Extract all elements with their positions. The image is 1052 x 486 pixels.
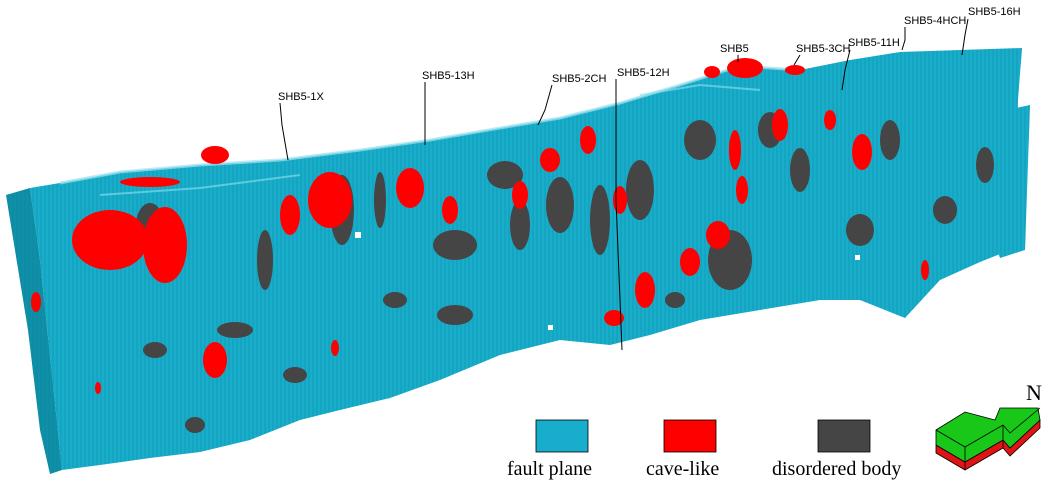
cave-like-blob — [331, 340, 339, 356]
disordered-body-blob — [437, 305, 473, 325]
cave-like-blob — [727, 58, 763, 78]
cave-like-blob — [729, 130, 741, 170]
cave-like-blob — [635, 272, 655, 308]
well-label: SHB5-13H — [422, 70, 475, 82]
legend-item-cave-like: cave-like — [646, 419, 719, 480]
cave-like-blob — [201, 146, 229, 164]
cave-like-swatch — [663, 419, 717, 453]
disordered-body-blob — [510, 200, 530, 250]
disordered-body-blob — [626, 160, 654, 220]
disordered-body-blob — [217, 322, 253, 338]
cave-like-blob — [512, 181, 528, 209]
disordered-body-blob — [880, 120, 900, 160]
disordered-body-blob — [283, 367, 307, 383]
cave-like-blob — [203, 342, 227, 378]
cave-like-blob — [31, 292, 41, 312]
disordered-body-blob — [487, 161, 523, 189]
cave-like-blob — [308, 172, 352, 228]
disordered-body-blob — [383, 292, 407, 308]
well-trace — [279, 102, 289, 161]
cave-like-blob — [442, 196, 458, 224]
well-trace — [901, 27, 906, 51]
legend-label: cave-like — [646, 458, 719, 480]
disordered-body-blob — [684, 120, 716, 160]
disordered-body-blob — [185, 417, 205, 433]
well-label: SHB5-12H — [617, 67, 670, 79]
disordered-body-blob — [590, 185, 610, 255]
disordered-body-blob — [433, 230, 477, 260]
disordered-body-blob — [374, 172, 386, 228]
cave-like-blob — [921, 260, 929, 280]
fault-plane-swatch — [535, 419, 589, 453]
cave-like-blob — [540, 148, 560, 172]
cave-like-blob — [95, 382, 101, 394]
disordered-body-blob — [257, 230, 273, 290]
well-label: SHB5-11H — [848, 37, 900, 49]
cave-like-blob — [704, 66, 720, 78]
cave-like-blob — [613, 186, 627, 214]
cave-like-blob — [72, 210, 148, 270]
cave-like-blob — [680, 248, 700, 276]
cave-like-blob — [280, 195, 300, 235]
legend-label: disordered body — [772, 458, 901, 480]
well-label: SHB5-4HCH — [904, 15, 966, 27]
well-trace — [841, 49, 851, 91]
disordered-body-blob — [846, 214, 874, 246]
disordered-body-swatch — [817, 419, 871, 453]
cave-like-blob — [852, 134, 872, 170]
legend: fault plane cave-like disordered body — [507, 419, 901, 480]
well-trace — [537, 84, 553, 126]
well-labels: SHB5-1X SHB5-13H SHB5-2CH SHB5-12H SHB5 … — [278, 6, 1021, 103]
disordered-body-blob — [976, 147, 994, 183]
cave-like-blob — [706, 221, 730, 249]
well-trace — [615, 79, 623, 351]
well-label: SHB5-1X — [278, 91, 325, 103]
legend-label: fault plane — [507, 458, 592, 480]
north-label: N — [1026, 380, 1042, 405]
disordered-bodies — [136, 112, 994, 433]
disordered-body-blob — [790, 148, 810, 192]
legend-item-disordered-body: disordered body — [772, 419, 901, 480]
north-arrow-top — [935, 407, 1041, 463]
fault-plane-top-edge — [59, 64, 801, 185]
disordered-body-blob — [933, 196, 957, 224]
cave-like-blob — [772, 109, 788, 141]
well-label: SHB5 — [720, 43, 749, 55]
well-trace — [793, 54, 801, 66]
cave-like-blob — [120, 177, 180, 187]
cave-like-blob — [143, 207, 187, 283]
cave-like-blob — [824, 110, 836, 130]
cave-like-blob — [396, 168, 424, 208]
disordered-body-blob — [665, 292, 685, 308]
disordered-body-blob — [546, 177, 574, 233]
well-label: SHB5-16H — [968, 6, 1021, 18]
cave-like-bodies — [31, 58, 929, 394]
well-traces — [279, 18, 969, 351]
legend-item-fault-plane: fault plane — [507, 419, 592, 480]
well-label: SHB5-2CH — [552, 73, 606, 85]
fault-plane-body — [6, 48, 1030, 474]
well-label: SHB5-3CH — [796, 43, 850, 55]
disordered-body-blob — [143, 342, 167, 358]
north-arrow-icon: N — [935, 380, 1042, 471]
cave-like-blob — [580, 126, 596, 154]
cave-like-blob — [736, 176, 748, 204]
cave-like-blob — [785, 65, 805, 75]
cave-like-blob — [604, 310, 624, 326]
well-trace — [961, 18, 969, 56]
